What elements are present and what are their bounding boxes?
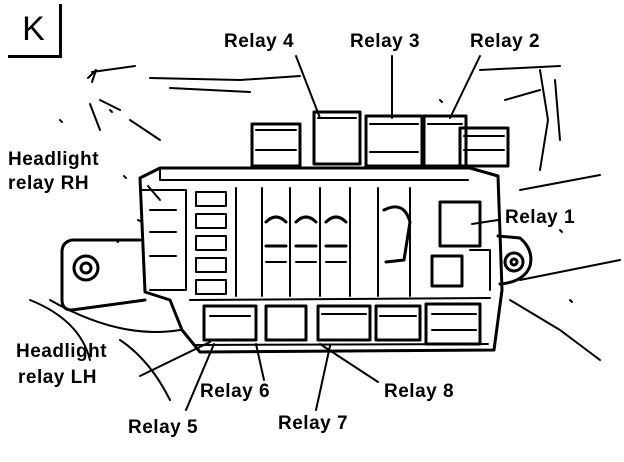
headlight-relay-lh-label-line1: Headlight (16, 341, 108, 362)
fuse-area (195, 187, 412, 297)
right-mounting-bolt (496, 234, 533, 286)
speckle-marks (59, 99, 573, 303)
bottom-relays (202, 302, 482, 346)
headlight-relay-rh-label-line1: Headlight (8, 149, 100, 170)
relay-6-label: Relay 6 (200, 381, 271, 402)
relay-5-label: Relay 5 (128, 417, 199, 438)
headlight-relay-rh-label-line2: relay RH (8, 173, 90, 194)
headlight-relay-rh (139, 189, 187, 291)
left-mounting-tab (60, 238, 147, 312)
background-sketch-lines (87, 65, 621, 361)
wiring-curves (29, 299, 181, 401)
leader-lines (139, 55, 499, 411)
headlight-relay-lh-label-line2: relay LH (18, 367, 97, 388)
panel-letter: K (8, 4, 62, 58)
relay-8-label: Relay 8 (384, 381, 455, 402)
relay-1-label: Relay 1 (505, 207, 576, 228)
relay-1-block (430, 200, 491, 291)
relay-7-label: Relay 7 (278, 413, 349, 434)
relay-3-label: Relay 3 (350, 31, 421, 52)
relay-2-label: Relay 2 (470, 31, 541, 52)
relay-4-label: Relay 4 (224, 31, 295, 52)
top-relays (250, 110, 510, 168)
